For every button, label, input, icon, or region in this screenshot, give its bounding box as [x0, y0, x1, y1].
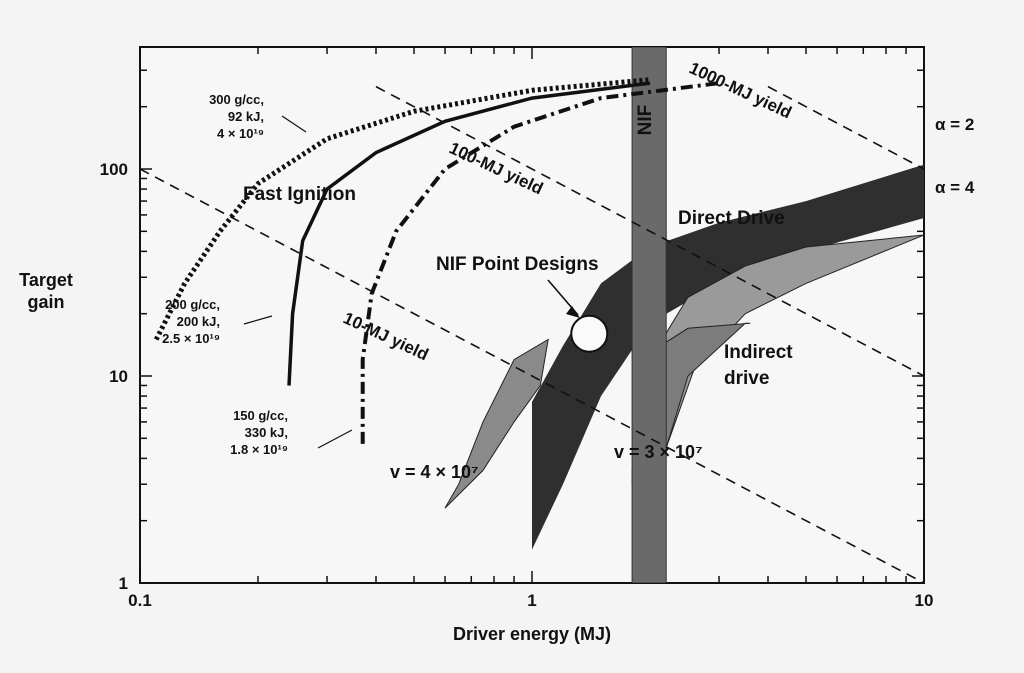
indirect-drive-label: Indirect [724, 342, 793, 363]
yield-lines [140, 85, 924, 583]
alpha-4-label: α = 4 [935, 178, 975, 197]
fast-ignition-annotation: 300 g/cc, [209, 92, 264, 107]
yield-line [140, 168, 924, 583]
yield-line [375, 85, 924, 377]
annotation-leader-line [243, 315, 273, 325]
fast-ignition-curves [153, 77, 720, 444]
nif-point-design-marker [570, 314, 609, 353]
fast-ignition-curve [360, 81, 720, 444]
x-axis-title: Driver energy (MJ) [453, 624, 611, 644]
annotation-leader-line [317, 429, 353, 449]
fast-ignition-annotation: 92 kJ, [228, 109, 264, 124]
fast-ignition-annotation: 150 g/cc, [233, 408, 288, 423]
x-tick-label: 10 [915, 591, 934, 610]
y-axis-title: gain [27, 292, 64, 312]
fast-ignition-label: Fast Ignition [243, 184, 356, 205]
v4-band-label: v = 4 × 10⁷ [390, 462, 479, 482]
y-axis-title: Target [19, 270, 73, 290]
fast-ignition-annotation: 330 kJ, [245, 425, 288, 440]
fast-ignition-curve [153, 77, 651, 341]
v3-band-label: v = 3 × 10⁷ [614, 442, 703, 462]
fast-ignition-annotation: 2.5 × 10¹⁹ [162, 331, 220, 346]
alpha-2-label: α = 2 [935, 115, 974, 134]
direct-drive-label: Direct Drive [678, 208, 785, 229]
fast-ignition-annotation: 4 × 10¹⁹ [217, 126, 264, 141]
direct-drive-band [532, 164, 924, 550]
x-tick-label: 0.1 [128, 591, 152, 610]
nif-point-designs-arrowhead [566, 306, 580, 318]
nif-band-label: NIF [635, 105, 656, 136]
design-regions [444, 47, 924, 583]
indirect-drive-label: drive [724, 368, 769, 389]
nif-band [631, 47, 667, 583]
fast-ignition-annotation: 1.8 × 10¹⁹ [230, 442, 288, 457]
nif-point-designs-label: NIF Point Designs [436, 254, 599, 275]
fast-ignition-annotation: 200 g/cc, [165, 297, 220, 312]
x-tick-label: 1 [527, 591, 536, 610]
axis-ticks [139, 47, 924, 584]
y-tick-label: 10 [109, 367, 128, 386]
direct-drive-velocity-band [444, 338, 549, 509]
fast-ignition-annotation: 200 kJ, [177, 314, 220, 329]
y-tick-label: 100 [100, 160, 128, 179]
annotation-leader-line [281, 115, 307, 133]
yield-line [767, 85, 924, 170]
fast-ignition-curve [287, 81, 651, 386]
y-tick-label: 1 [119, 574, 128, 593]
